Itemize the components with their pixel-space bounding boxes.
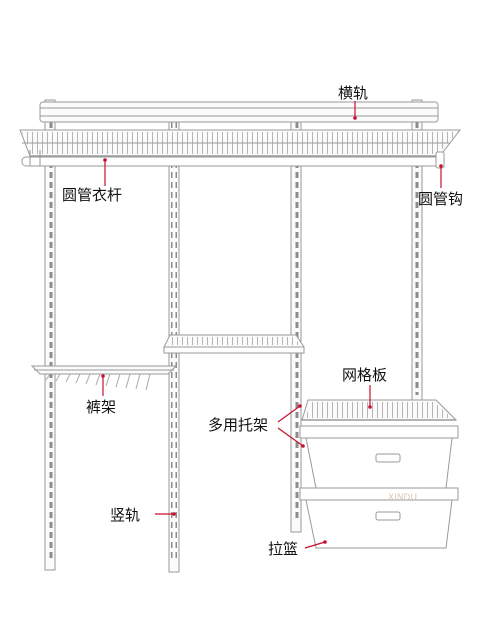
vertical-rail-1 (44, 99, 56, 571)
label-rod-hook: 圆管钩 (418, 190, 463, 208)
pants-rack (30, 365, 178, 391)
basket-handle-lower (375, 511, 401, 521)
middle-shelf (163, 334, 305, 354)
leader-bracket-a (277, 405, 301, 423)
basket-handle-upper (375, 453, 401, 463)
label-wire-shelf: 网格板 (342, 366, 387, 384)
label-top-rail: 横轨 (338, 84, 368, 102)
label-vertical-rail: 竖轨 (110, 506, 140, 524)
leader-lines (101, 101, 443, 549)
leader-bracket-b (277, 427, 304, 447)
label-pants-rack: 裤架 (86, 398, 116, 416)
watermark-text: XINDU (388, 493, 417, 503)
label-multi-bracket: 多用托架 (208, 416, 268, 434)
wire-shelf (301, 399, 458, 421)
rod-hook-end (435, 151, 445, 169)
label-pull-basket: 拉篮 (268, 540, 298, 558)
leader-pull-basket (304, 541, 326, 549)
top-rail (39, 101, 439, 123)
pull-basket-upper (299, 425, 459, 489)
pull-basket-lower (299, 487, 459, 549)
watermark: XINDU (388, 493, 417, 503)
label-hanging-rod: 圆管衣杆 (62, 186, 122, 204)
labels: 横轨 圆管衣杆 圆管钩 裤架 网格板 多用托架 竖轨 拉篮 (62, 84, 463, 558)
top-wire-shelf (19, 129, 462, 157)
hanging-rod (21, 150, 445, 169)
